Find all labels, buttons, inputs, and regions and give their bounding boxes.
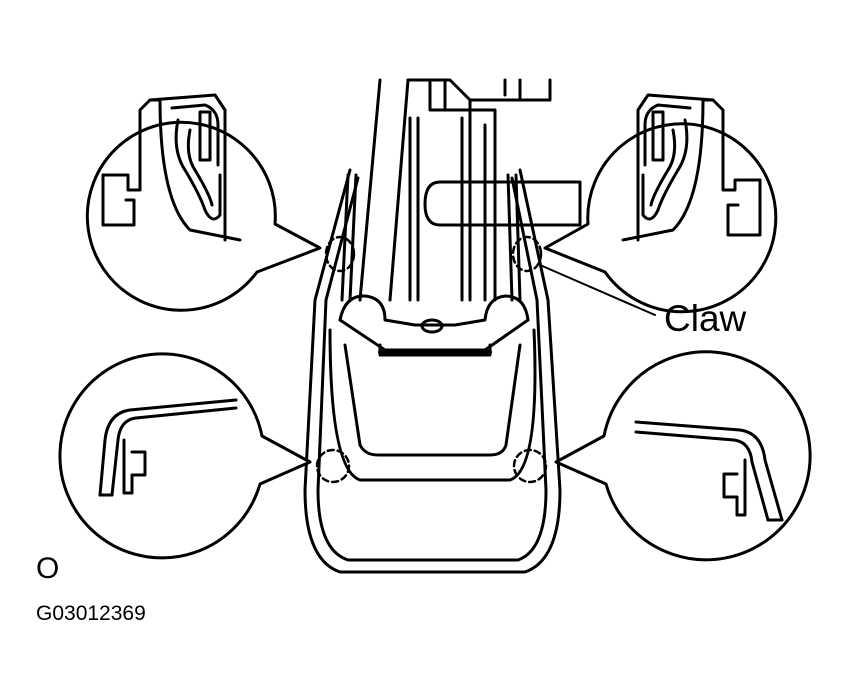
detail-bubble-upper-right bbox=[543, 93, 778, 314]
claw-marker-upper-right bbox=[511, 235, 543, 273]
claw-marker-lower-right bbox=[512, 448, 548, 484]
console-cover bbox=[303, 168, 562, 574]
claw-label: Claw bbox=[664, 298, 747, 339]
claw-marker-upper-left bbox=[324, 235, 356, 273]
detail-bubble-lower-right bbox=[554, 350, 812, 562]
bracket-base bbox=[338, 173, 530, 352]
detail-bubble-lower-left bbox=[58, 352, 312, 560]
claw-marker-lower-left bbox=[315, 448, 351, 484]
figure-code-label: G03012369 bbox=[36, 602, 146, 625]
view-mark-label: O bbox=[36, 552, 60, 585]
claw-leader-line bbox=[539, 264, 656, 316]
shift-lever bbox=[358, 78, 582, 302]
claw-markers bbox=[315, 235, 548, 484]
detail-bubble-upper-left bbox=[85, 93, 322, 312]
